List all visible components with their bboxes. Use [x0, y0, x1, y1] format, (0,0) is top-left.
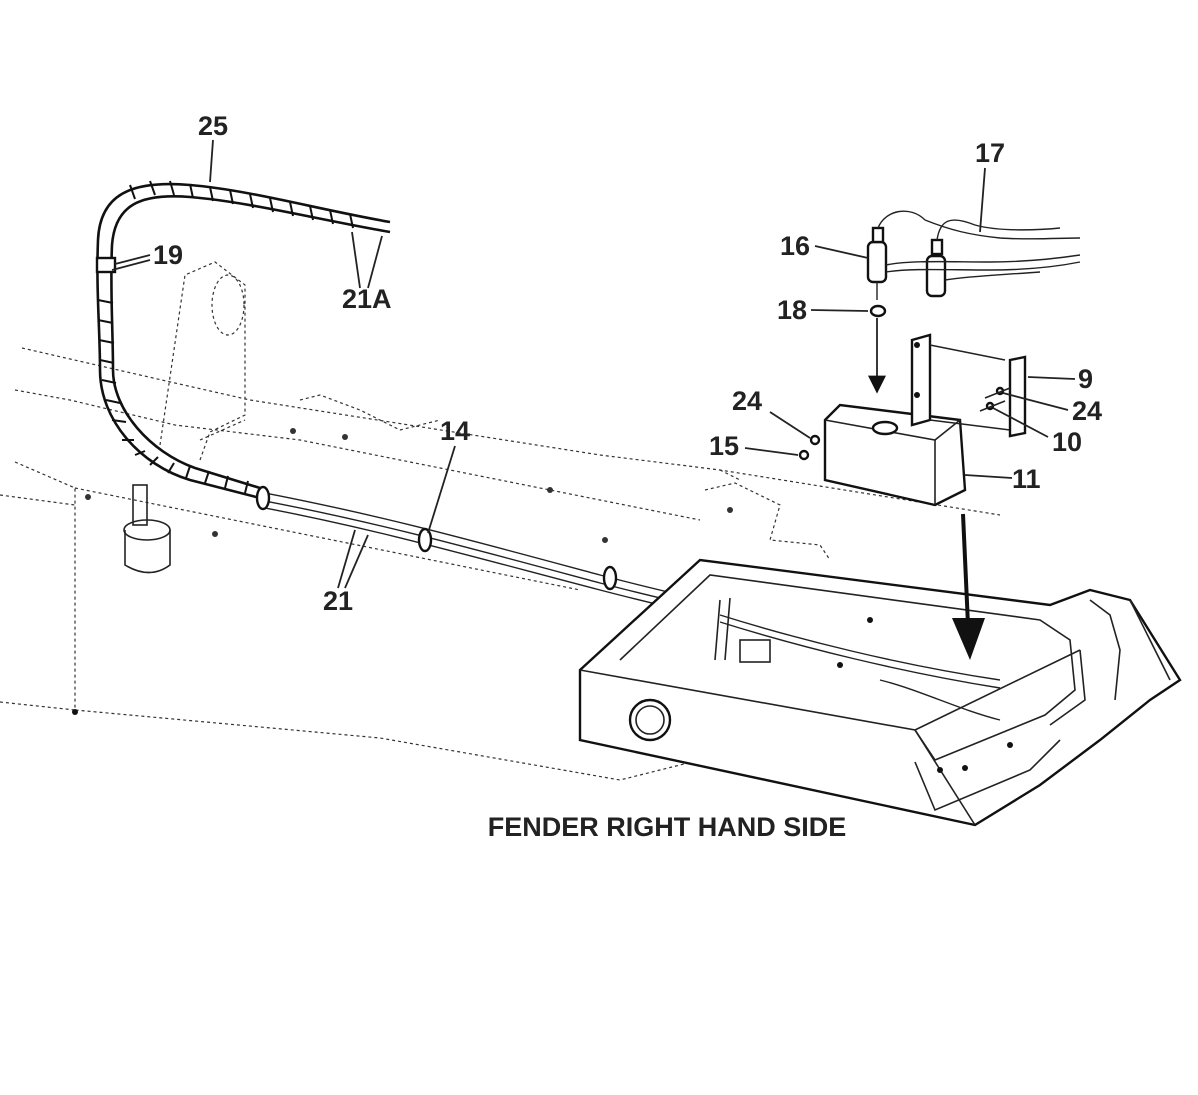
callout-24-right: 24 — [1072, 396, 1102, 426]
washer-pumps — [866, 210, 1081, 318]
fender-frame — [578, 558, 1182, 827]
callout-25: 25 — [198, 111, 228, 141]
diagram-caption: FENDER RIGHT HAND SIDE — [488, 812, 847, 842]
callout-15: 15 — [709, 431, 739, 461]
assembly-arrows — [868, 318, 985, 660]
washer-reservoir — [823, 333, 1011, 507]
fender-outline — [0, 347, 1001, 781]
callout-17: 17 — [975, 138, 1005, 168]
callout-18: 18 — [777, 295, 807, 325]
callout-11: 11 — [1012, 464, 1041, 494]
cylinder-part — [123, 484, 171, 574]
hardware-fasteners — [798, 386, 1011, 461]
callout-16: 16 — [780, 231, 810, 261]
callout-9: 9 — [1078, 364, 1093, 394]
callout-21: 21 — [323, 586, 353, 616]
callout-21A: 21A — [342, 284, 392, 314]
callout-14: 14 — [440, 416, 470, 446]
callout-24-left: 24 — [732, 386, 762, 416]
callout-leaders — [111, 139, 1076, 589]
spiral-wrap-hose — [95, 180, 391, 500]
callout-10: 10 — [1052, 427, 1082, 457]
callout-labels: 25 19 21A 14 21 17 16 18 9 24 24 15 10 1… — [153, 111, 1102, 616]
callout-19: 19 — [153, 240, 183, 270]
mounting-bracket — [159, 261, 246, 461]
